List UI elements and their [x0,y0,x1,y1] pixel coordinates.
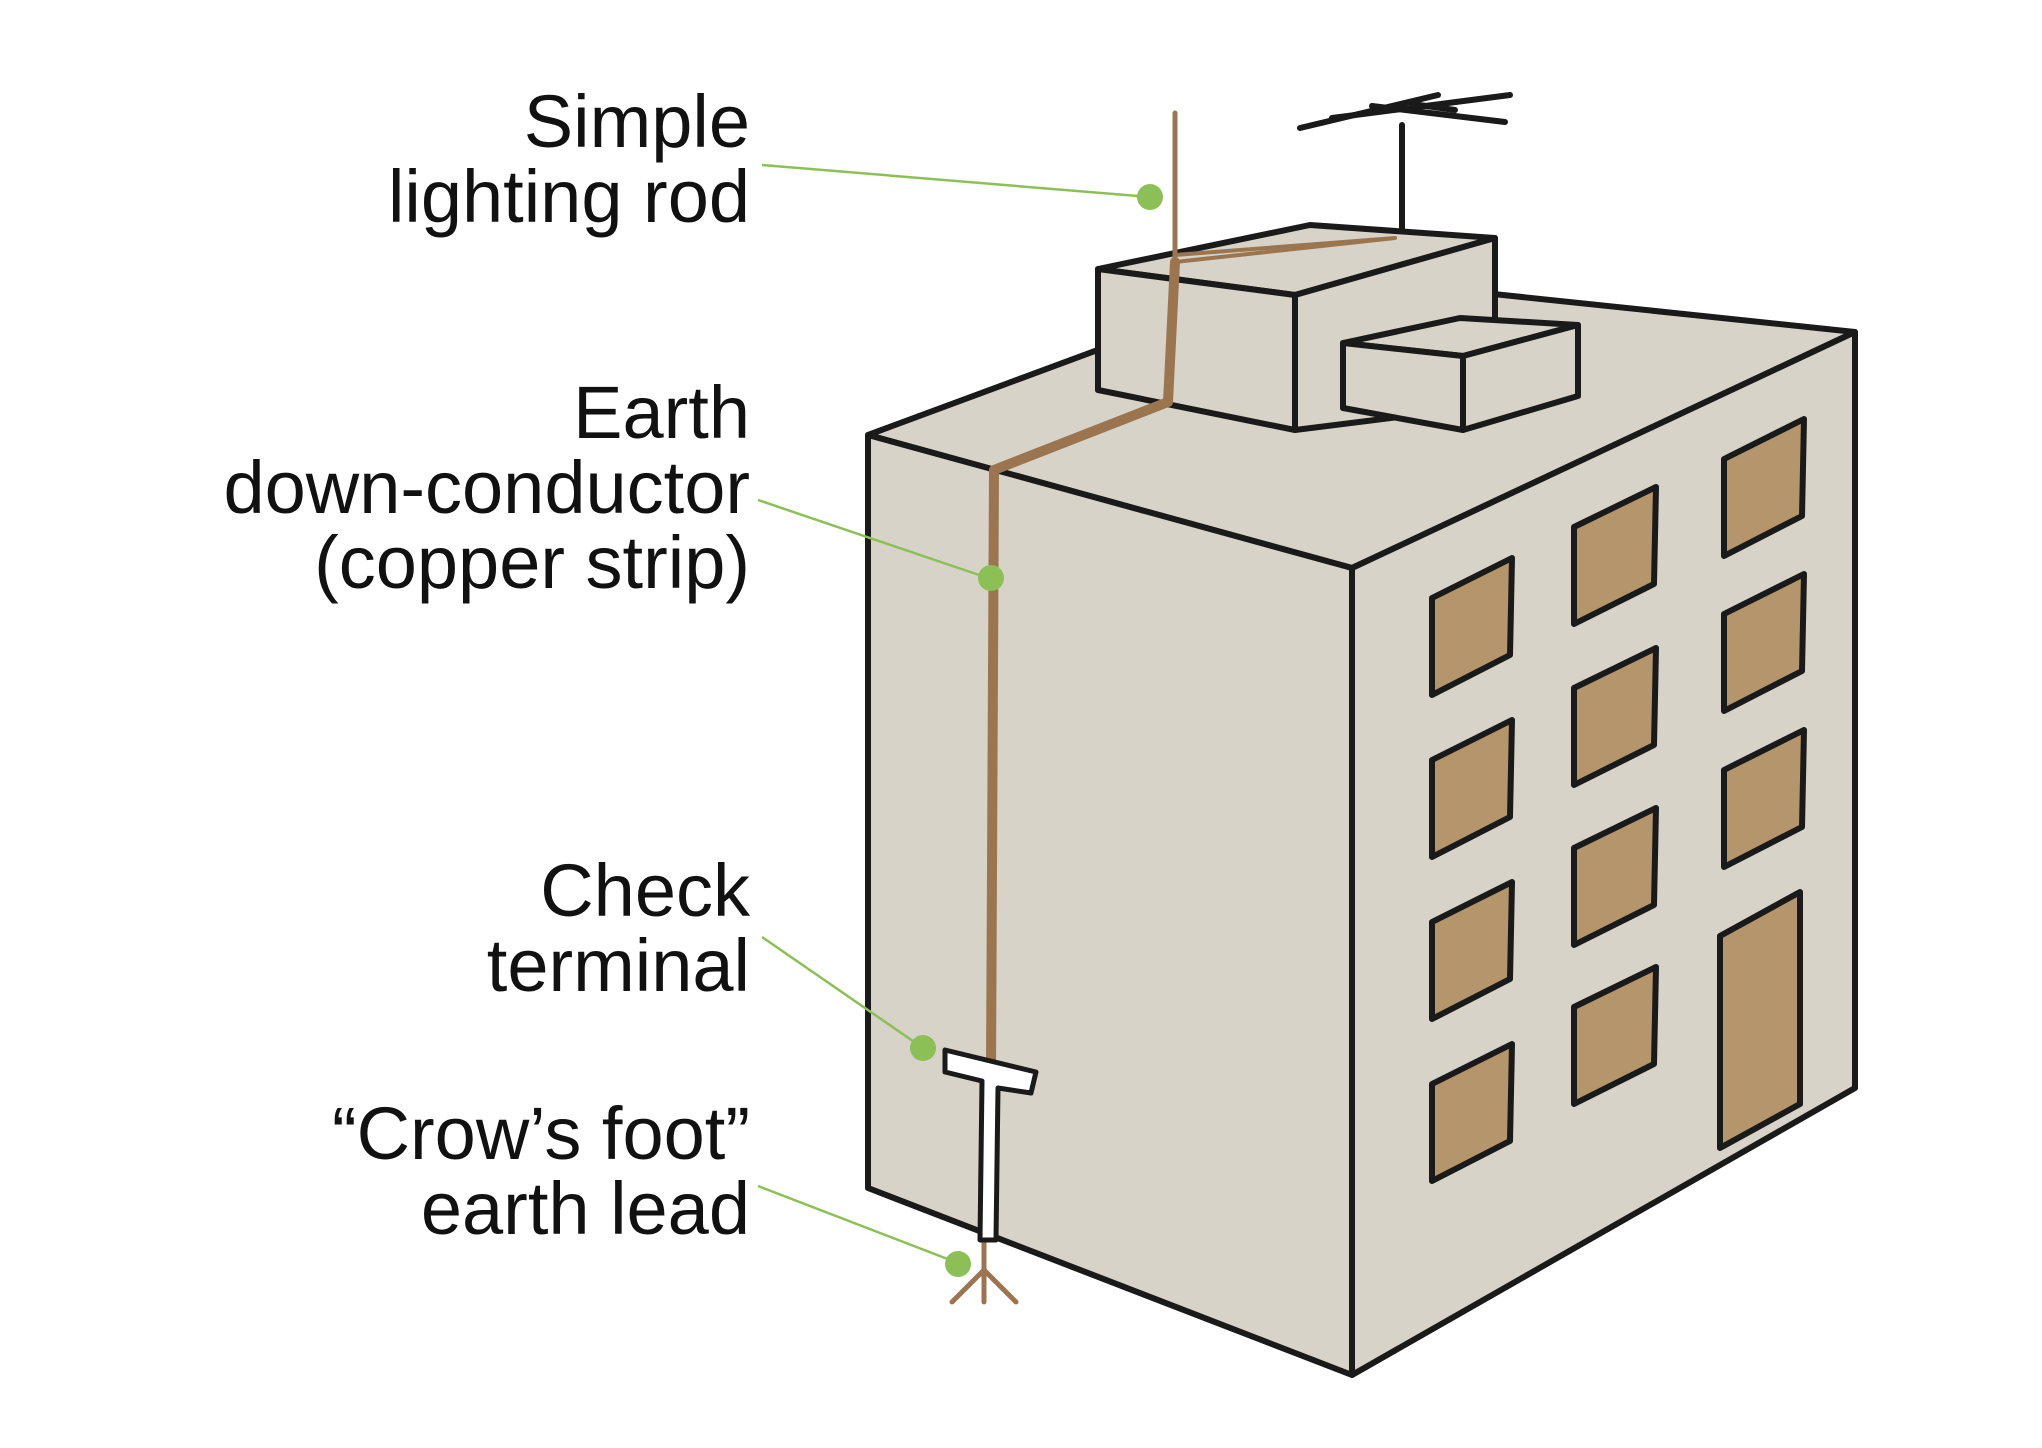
window [1571,484,1659,627]
label-earth-down-conductor-line1: Earth [573,371,750,454]
leader-dots [910,184,1163,1277]
window [1721,571,1807,714]
leader-dot-terminal [910,1035,936,1061]
leader-dot-conductor [978,565,1004,591]
leader-dot-rod [1137,184,1163,210]
rooftop-structures [1095,222,1581,433]
window [1721,416,1807,559]
tv-antenna-icon [1297,92,1513,231]
window [1571,964,1659,1107]
window [1429,717,1515,860]
leader-line-earth-lead [757,1184,959,1265]
label-check-terminal-line2: terminal [486,924,750,1007]
label-lightning-rod-line1: Simple [523,80,750,163]
door [1717,889,1803,1151]
leader-line-conductor [757,498,989,580]
leader-line-rod [761,163,1151,199]
label-crows-foot-earth-lead: “Crow’s foot” earth lead [332,1096,750,1246]
label-lightning-rod-line2: lighting rod [387,155,750,238]
label-crows-foot-earth-lead-line2: earth lead [420,1167,750,1250]
windows [1429,416,1807,1184]
label-check-terminal: Check terminal [487,853,750,1003]
label-lightning-rod: Simple lighting rod [388,84,750,234]
window [1721,727,1807,870]
window [1429,1041,1515,1184]
window [1429,555,1515,698]
building-left-wall [865,432,1355,1378]
crows-foot-earth-lead [949,1237,1019,1305]
label-earth-down-conductor-line2: down-conductor [223,446,750,529]
window [1571,805,1659,948]
label-check-terminal-line1: Check [540,849,750,932]
leader-lines [757,163,1151,1265]
leader-dot-earth-lead [945,1251,971,1277]
check-terminal [942,1047,1039,1243]
building [865,271,1858,1378]
leader-line-terminal [761,935,924,1050]
roof-conductor-thin [1173,236,1397,264]
label-crows-foot-earth-lead-line1: “Crow’s foot” [331,1092,750,1175]
window [1429,879,1515,1022]
earth-down-conductor [986,257,1180,1075]
lightning-protection-system [949,110,1397,1305]
label-earth-down-conductor: Earth down-conductor (copper strip) [223,375,750,600]
window [1571,645,1659,788]
rooftop-box-small-side [1460,322,1581,433]
label-earth-down-conductor-line3: (copper strip) [314,521,750,604]
